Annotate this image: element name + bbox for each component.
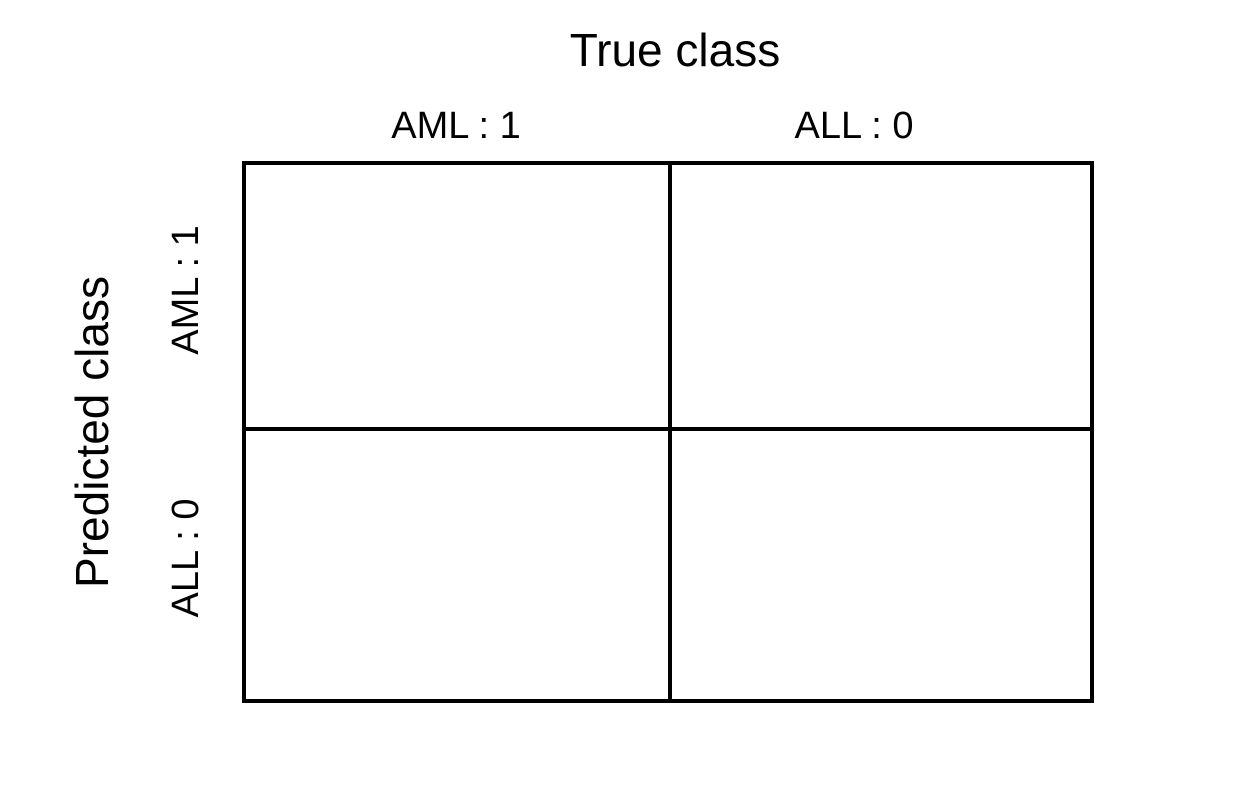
column-label-all: ALL : 0 xyxy=(794,105,914,147)
matrix-cell-aml-aml xyxy=(246,165,668,427)
matrix-cell-all-aml xyxy=(246,431,668,699)
column-label-aml: AML : 1 xyxy=(391,105,521,147)
row-label-all: ALL : 0 xyxy=(165,498,207,618)
matrix-horizontal-divider xyxy=(246,427,1090,431)
matrix-vertical-divider xyxy=(668,165,672,699)
confusion-matrix-grid xyxy=(242,161,1094,703)
matrix-cell-aml-all xyxy=(672,165,1090,427)
matrix-cell-all-all xyxy=(672,431,1090,699)
predicted-class-title: Predicted class xyxy=(66,276,118,588)
row-label-aml: AML : 1 xyxy=(165,225,207,355)
true-class-title: True class xyxy=(569,24,781,76)
